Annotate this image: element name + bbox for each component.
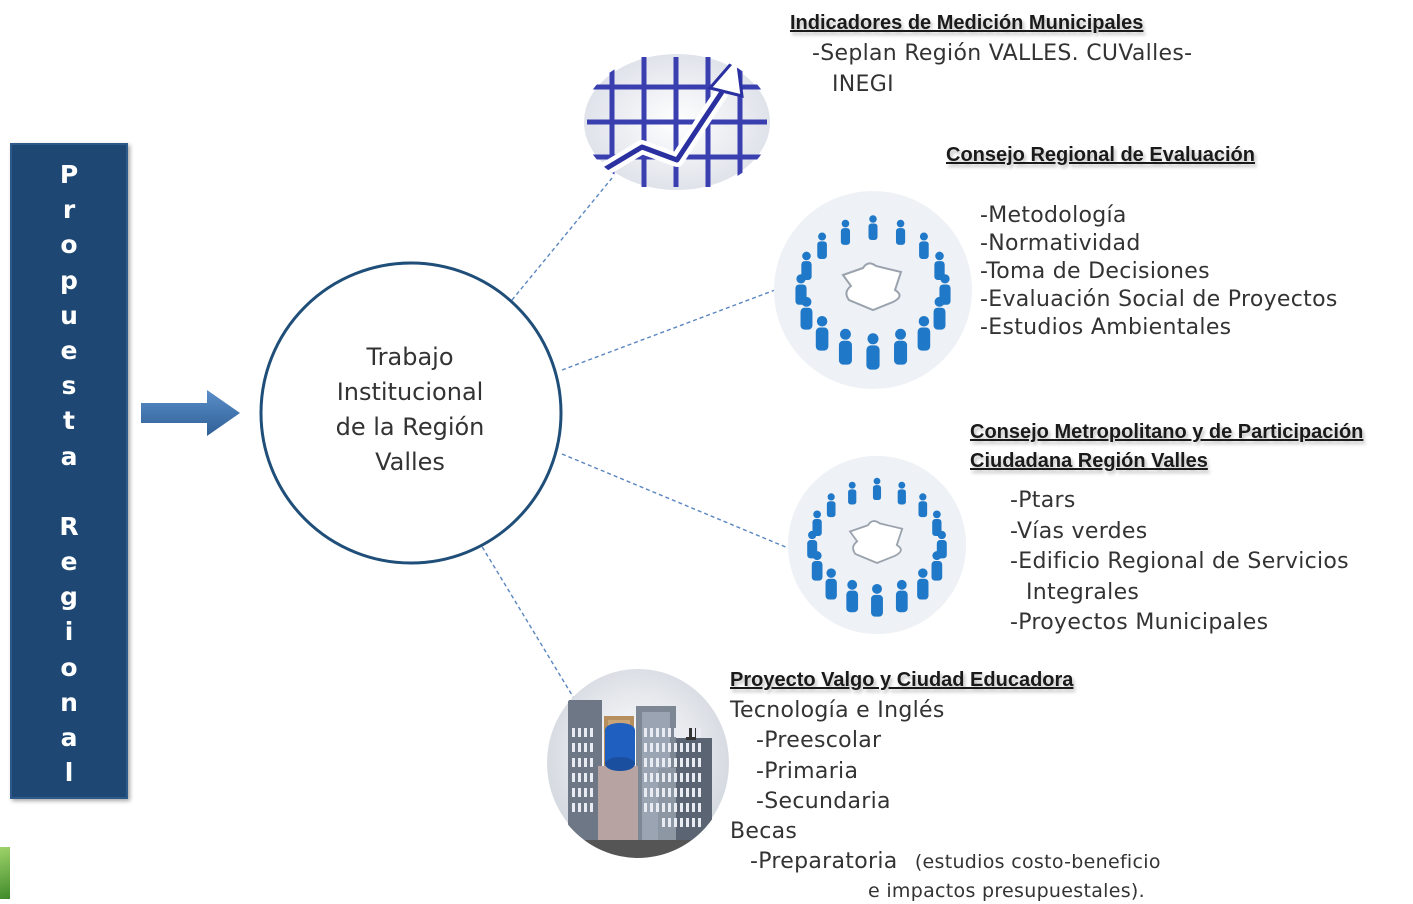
- person-figure: [866, 333, 880, 370]
- heading-consejo-regional: Consejo Regional de Evaluación: [946, 144, 1255, 166]
- center-line-1: Trabajo: [366, 343, 454, 371]
- person-figure: [919, 232, 929, 259]
- person-figure: [918, 493, 928, 518]
- center-line-2: Institucional: [336, 378, 484, 406]
- growth-chart-icon: [582, 52, 772, 192]
- people-circle-puzzle-icon: [787, 455, 967, 635]
- connector-line-2: [561, 289, 776, 371]
- heading-indicadores: Indicadores de Medición Municipales: [790, 12, 1144, 34]
- person-figure: [838, 328, 852, 365]
- list-item: -Evaluación Social de Proyectos: [980, 287, 1338, 312]
- title-letter: P: [59, 160, 79, 189]
- center-line-4: Valles: [375, 448, 445, 476]
- title-letter: g: [60, 582, 78, 612]
- heading-proyecto-valgo: Proyecto Valgo y Ciudad Educadora: [730, 669, 1074, 691]
- person-figure: [897, 481, 906, 505]
- person-figure: [825, 568, 837, 600]
- title-letter: e: [60, 547, 78, 577]
- person-figure: [848, 481, 857, 505]
- person-figure: [932, 510, 942, 537]
- title-letter: p: [60, 265, 78, 295]
- list-item: -Edificio Regional de Servicios: [1010, 549, 1349, 574]
- person-figure: [895, 219, 906, 245]
- person-figure: [840, 219, 851, 245]
- person-figure: [894, 328, 908, 365]
- list-item: -Seplan Región VALLES. CUValles-: [812, 41, 1193, 66]
- person-figure: [815, 316, 829, 351]
- title-letter: R: [59, 511, 79, 541]
- person-figure: [812, 510, 822, 537]
- person-figure: [868, 215, 878, 240]
- list-item: -Preparatoria (estudios costo-beneficio: [730, 847, 1161, 877]
- list-item-label: -Preparatoria: [750, 849, 898, 875]
- connector-line-1: [511, 177, 613, 301]
- person-figure: [801, 251, 812, 281]
- person-figure: [933, 296, 946, 330]
- person-figure: [917, 568, 929, 600]
- list-item: Integrales: [1026, 579, 1140, 605]
- connector-line-4: [474, 534, 576, 701]
- list-item: Becas: [730, 819, 798, 845]
- person-figure: [917, 316, 931, 351]
- note-line-2: e impactos presupuestales).: [868, 879, 1145, 902]
- title-letter: s: [61, 371, 77, 401]
- list-item: -Secundaria: [756, 788, 891, 814]
- title-letter: [65, 474, 74, 509]
- title-letter: l: [64, 758, 74, 788]
- title-letter: u: [60, 300, 78, 330]
- items-indicadores: -Seplan Región VALLES. CUValles- INEGI: [812, 38, 1192, 100]
- center-line-3: de la Región: [335, 413, 485, 441]
- list-item: -Vías verdes: [1010, 518, 1148, 544]
- items-proyecto-valgo: Tecnología e Inglés -Preescolar -Primari…: [730, 696, 1161, 904]
- central-circle: [259, 261, 563, 565]
- title-letter: i: [64, 617, 74, 647]
- city-buildings-icon: [546, 668, 730, 858]
- people-circle-puzzle-icon: [773, 190, 973, 390]
- title-letter: e: [60, 335, 78, 365]
- heading-consejo-metropolitano: Consejo Metropolitano y de Participación…: [970, 418, 1363, 476]
- person-figure: [872, 477, 882, 500]
- title-letter: o: [60, 652, 78, 682]
- person-figure: [846, 579, 859, 613]
- note-line-1: (estudios costo-beneficio: [914, 851, 1161, 874]
- list-item: -Estudios Ambientales: [980, 315, 1232, 340]
- person-figure: [895, 579, 908, 613]
- title-letter: a: [60, 723, 78, 752]
- list-item: -Ptars: [1010, 488, 1076, 513]
- items-consejo-metropolitano: -Ptars -Vías verdes -Edificio Regional d…: [1010, 486, 1349, 639]
- central-node-label: Trabajo Institucional de la Región Valle…: [320, 340, 500, 480]
- right-arrow: [141, 390, 240, 436]
- person-figure: [826, 493, 836, 518]
- list-item: -Toma de Decisiones: [980, 259, 1210, 284]
- items-consejo-regional: -Metodología -Normatividad -Toma de Deci…: [980, 202, 1338, 342]
- title-letter: a: [60, 441, 78, 471]
- title-letter: r: [62, 195, 76, 225]
- person-figure: [931, 551, 943, 581]
- title-letter: o: [60, 230, 78, 260]
- list-item: INEGI: [832, 72, 894, 97]
- person-figure: [871, 583, 883, 617]
- person-figure: [817, 232, 827, 259]
- list-item: -Metodología: [980, 203, 1127, 228]
- connector-line-3: [561, 453, 789, 549]
- list-item: -Normatividad: [980, 231, 1141, 256]
- list-item: -Proyectos Municipales: [1010, 610, 1269, 635]
- title-letter: n: [60, 687, 78, 717]
- list-item: -Primaria: [756, 758, 859, 784]
- heading-line: Ciudadana Región Valles: [970, 450, 1208, 472]
- person-figure: [934, 251, 945, 281]
- corner-decoration: [0, 847, 10, 899]
- title-letter: t: [63, 406, 75, 436]
- list-item: -Preescolar: [756, 728, 882, 754]
- heading-line: Consejo Metropolitano y de Participación: [970, 421, 1364, 443]
- list-item: Tecnología e Inglés: [730, 698, 945, 723]
